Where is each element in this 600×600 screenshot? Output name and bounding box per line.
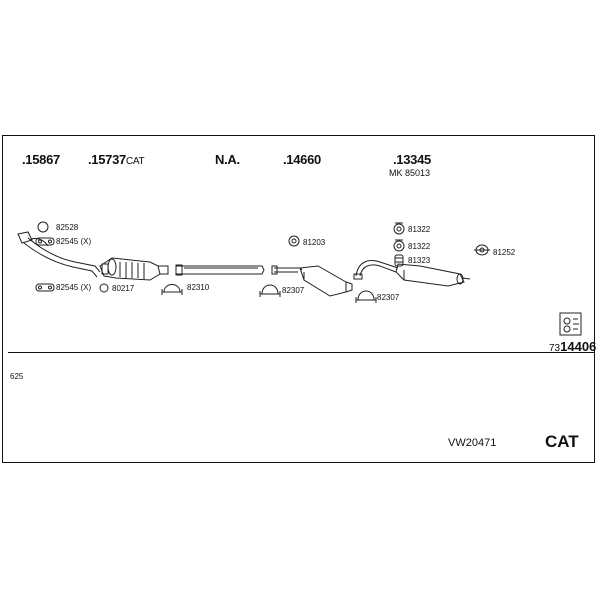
part-label-81322-a: 81322 (408, 225, 431, 234)
part-label-82545-bottom: 82545 (X) (56, 283, 92, 292)
diagram-frame (2, 135, 595, 463)
part-label-81252: 81252 (493, 248, 516, 257)
model-code: VW20471 (448, 437, 497, 449)
pipe-clamp-icon (161, 284, 183, 295)
intermediate-pipe-icon (175, 264, 265, 276)
mounting-kit-number: 7314406 (549, 338, 596, 356)
gasket-ring-icon (37, 221, 49, 233)
rubber-hanger-icon (394, 254, 404, 267)
flange-gasket-icon (35, 283, 55, 292)
section-divider (8, 352, 595, 353)
part-label-82528: 82528 (56, 223, 79, 232)
pipe-clamp-icon (355, 290, 377, 303)
rubber-hanger-icon (474, 244, 490, 256)
part-label-80217: 80217 (112, 284, 135, 293)
header-part-5: .13345 (393, 152, 431, 167)
cat-badge: CAT (545, 432, 579, 451)
header-part-5-sub: MK 85013 (389, 168, 431, 178)
header-part-2: .15737CAT (88, 152, 145, 167)
pipe-clamp-icon (259, 284, 281, 297)
header-part-3: N.A. (215, 152, 240, 167)
part-label-82545-top: 82545 (X) (56, 237, 92, 246)
header-part-2-number: .15737 (88, 152, 126, 167)
flange-gasket-icon (35, 237, 55, 246)
rubber-hanger-icon (393, 239, 405, 252)
part-label-81203: 81203 (303, 238, 326, 247)
seal-ring-icon (99, 283, 109, 293)
header-part-2-suffix: CAT (125, 156, 145, 167)
catalytic-converter-icon (99, 257, 169, 281)
mounting-kit-prefix: 73 (549, 343, 561, 354)
rear-silencer-icon (353, 260, 471, 287)
mounting-kit-icon (559, 312, 582, 336)
part-label-82310: 82310 (187, 283, 210, 292)
mounting-kit-main: 14406 (560, 339, 597, 354)
part-label-81322-b: 81322 (408, 242, 431, 251)
middle-silencer-icon (271, 265, 353, 297)
front-pipe-icon (17, 231, 101, 278)
footer-code: 625 (10, 372, 24, 381)
part-label-81323: 81323 (408, 256, 431, 265)
header-part-1: .15867 (22, 152, 60, 167)
part-label-82307-a: 82307 (282, 286, 305, 295)
header-part-4: .14660 (283, 152, 321, 167)
rubber-hanger-icon (288, 235, 300, 247)
rubber-hanger-icon (393, 222, 405, 235)
part-label-82307-b: 82307 (377, 293, 400, 302)
